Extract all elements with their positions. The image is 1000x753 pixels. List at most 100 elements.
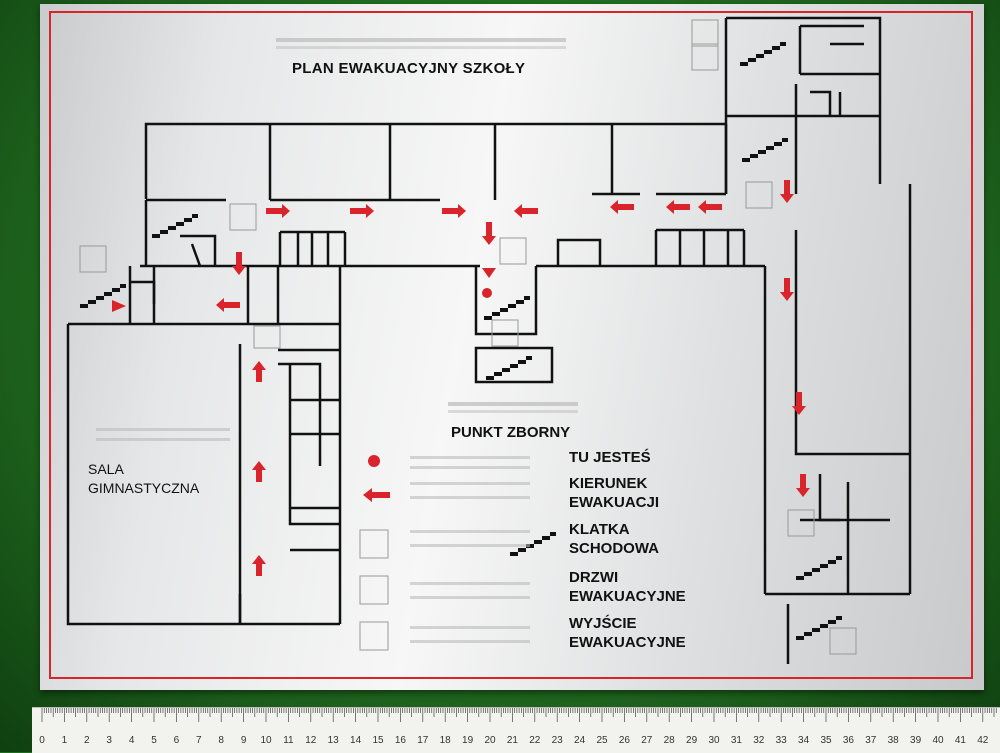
- arrow-up: [252, 555, 266, 576]
- ruler-number: 34: [798, 735, 810, 746]
- ruler-number: 19: [462, 735, 474, 746]
- ruler-number: 38: [887, 735, 899, 746]
- ruler-number: 9: [240, 735, 247, 746]
- red-dot-icon: [368, 455, 380, 467]
- ruler-number: 32: [753, 735, 765, 746]
- arrow-down: [792, 392, 806, 415]
- floor-plan-drawing: [49, 11, 973, 679]
- ruler-number: 14: [350, 735, 362, 746]
- ruler-number: 36: [842, 735, 854, 746]
- ruler-number: 8: [218, 735, 224, 746]
- ruler-number: 24: [574, 735, 586, 746]
- assembly-point-label: PUNKT ZBORNY: [451, 424, 571, 441]
- ruler-number: 26: [618, 735, 630, 746]
- ruler-number: 3: [106, 735, 112, 746]
- ruler-number: 27: [641, 735, 653, 746]
- evacuation-arrows: [112, 180, 810, 576]
- arrow-left: [514, 204, 538, 218]
- ruler-number: 33: [775, 735, 787, 746]
- ruler-number: 7: [196, 735, 202, 746]
- staircase-icon: [510, 532, 556, 556]
- ruler-number: 39: [910, 735, 922, 746]
- arrow-right: [442, 204, 466, 218]
- arrow-down: [232, 252, 246, 275]
- ruler-number: 22: [529, 735, 541, 746]
- ruler-number: 35: [820, 735, 832, 746]
- arrow-right: [350, 204, 374, 218]
- arrow-right: [266, 204, 290, 218]
- ruler-number: 2: [84, 735, 90, 746]
- staircase-icon: [742, 138, 788, 162]
- arrow-down: [780, 278, 794, 301]
- red-border: [49, 11, 973, 679]
- ruler-number: 10: [260, 735, 272, 746]
- ruler-number: 20: [484, 735, 496, 746]
- ruler-number: 5: [151, 735, 157, 746]
- ruler-number: 6: [173, 735, 180, 746]
- ruler-number: 11: [283, 735, 294, 746]
- arrow-down: [780, 180, 794, 203]
- arrow-left: [216, 298, 240, 312]
- ruler-number: 12: [305, 735, 317, 746]
- ruler-number: 0: [39, 735, 45, 746]
- arrow-left: [610, 200, 634, 214]
- ruler-number: 17: [417, 735, 429, 746]
- gym-label-line2: GIMNASTYCZNA: [88, 480, 200, 496]
- ruler-number: 37: [865, 735, 877, 746]
- ruler-number: 29: [686, 735, 698, 746]
- staircase-icon: [80, 284, 126, 308]
- ruler-number: 21: [506, 735, 518, 746]
- legend-line: WYJŚCIE: [569, 615, 637, 632]
- legend-you-are-here: TU JESTEŚ: [569, 448, 651, 467]
- arrow-down: [482, 268, 496, 278]
- gym-label: SALA GIMNASTYCZNA: [88, 460, 199, 498]
- legend-evacuation-direction: KIERUNEK EWAKUACJI: [569, 474, 659, 512]
- legend-line: EWAKUACYJNE: [569, 588, 686, 605]
- braille-door-icons: [79, 19, 857, 655]
- legend-emergency-exit: WYJŚCIE EWAKUACYJNE: [569, 614, 686, 652]
- evacuation-plan-plate: PLAN EWAKUACYJNY SZKOŁY PUNKT ZBORNY SAL…: [40, 4, 984, 690]
- staircase-icon: [484, 296, 530, 320]
- legend-line: EWAKUACYJNE: [569, 634, 686, 651]
- walls: [66, 16, 912, 664]
- ruler-number: 15: [372, 735, 384, 746]
- ruler-number: 23: [551, 735, 563, 746]
- ruler-number: 41: [954, 735, 966, 746]
- arrow-left: [666, 200, 690, 214]
- legend-line: TU JESTEŚ: [569, 449, 651, 466]
- legend-staircase: KLATKA SCHODOWA: [569, 520, 659, 558]
- ruler-number: 28: [663, 735, 675, 746]
- braille-text: [96, 38, 578, 643]
- ruler-number: 40: [932, 735, 944, 746]
- staircase-icons: [80, 42, 842, 640]
- arrow-down: [796, 474, 810, 497]
- staircase-icon: [796, 556, 842, 580]
- legend-line: EWAKUACJI: [569, 494, 660, 511]
- legend-line: SCHODOWA: [569, 540, 659, 557]
- arrow-left: [363, 488, 390, 502]
- arrow-down: [482, 222, 496, 245]
- gym-label-line1: SALA: [88, 461, 124, 477]
- ruler-number: 25: [596, 735, 608, 746]
- arrow-up: [252, 461, 266, 482]
- ruler-ticks: [41, 708, 997, 722]
- you-are-here-dot: [482, 288, 492, 298]
- ruler-number: 4: [128, 735, 135, 746]
- staircase-icon: [152, 214, 198, 238]
- legend-emergency-doors: DRZWI EWAKUACYJNE: [569, 568, 686, 606]
- staircase-icon: [796, 616, 842, 640]
- legend-line: KIERUNEK: [569, 475, 648, 492]
- ruler-number: 16: [394, 735, 406, 746]
- ruler-number: 31: [730, 735, 742, 746]
- ruler-number: 30: [708, 735, 720, 746]
- ruler-number: 18: [439, 735, 451, 746]
- legend-line: KLATKA: [569, 521, 630, 538]
- ruler-number: 1: [61, 735, 68, 746]
- ruler-number: 42: [977, 735, 989, 746]
- plan-title: PLAN EWAKUACYJNY SZKOŁY: [292, 60, 526, 77]
- arrow-left: [698, 200, 722, 214]
- arrow-right: [112, 300, 126, 312]
- staircase-icon: [486, 356, 532, 380]
- staircase-icon: [740, 42, 786, 66]
